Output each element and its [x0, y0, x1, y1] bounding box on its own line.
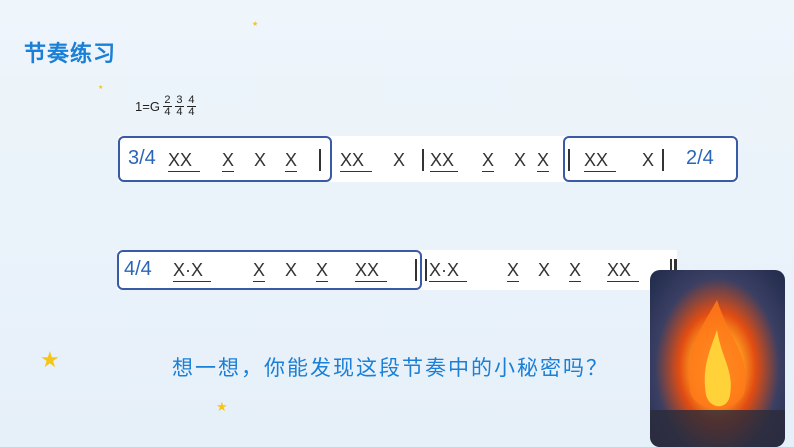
rhythm-note: X — [482, 150, 495, 172]
rhythm-note: XX — [168, 149, 201, 172]
rhythm-note: X — [253, 260, 266, 282]
page-title: 节奏练习 — [24, 42, 117, 67]
rhythm-note: X·X — [429, 259, 468, 282]
rhythm-note: X — [393, 150, 406, 170]
rhythm-line-1: 3/4 2/4 XX X X X XX X XX X X X XX X — [118, 136, 738, 182]
rhythm-note: X — [285, 150, 298, 172]
star-icon: ★ — [98, 84, 104, 91]
meter-box-left — [118, 136, 332, 182]
star-icon: ★ — [252, 20, 259, 28]
key-label: 1=G — [135, 99, 160, 114]
flame-icon — [650, 300, 785, 447]
barline — [422, 149, 424, 171]
rhythm-note: X — [316, 260, 329, 282]
rhythm-note: X — [514, 150, 527, 170]
meter-4-4: 4/4 — [124, 258, 152, 280]
rhythm-note: X — [538, 260, 551, 280]
rhythm-note: X — [285, 260, 298, 280]
rhythm-note: X — [569, 260, 582, 282]
rhythm-note: XX — [430, 149, 459, 172]
barline — [319, 149, 321, 171]
rhythm-note: XX — [340, 149, 373, 172]
rhythm-note: X — [537, 150, 550, 172]
star-icon: ★ — [216, 400, 228, 415]
rhythm-note: XX — [355, 259, 388, 282]
rhythm-note: X·X — [173, 259, 212, 282]
rhythm-line-2: 4/4 X·X X X X XX X·X X X X XX — [117, 250, 677, 290]
barline — [415, 259, 417, 281]
rhythm-note: X — [642, 150, 655, 170]
barline — [568, 149, 570, 171]
star-icon: ★ — [40, 348, 60, 373]
rhythm-note: X — [507, 260, 520, 282]
rhythm-note: X — [222, 150, 235, 172]
meter-box-line2 — [117, 250, 422, 290]
barline — [425, 259, 427, 281]
rhythm-note: X — [254, 150, 267, 170]
meter-box-right — [563, 136, 738, 182]
question-text: 想一想，你能发现这段节奏中的小秘密吗？ — [172, 356, 609, 380]
rhythm-note: XX — [607, 259, 640, 282]
meter-3-4: 3/4 — [128, 147, 156, 169]
rhythm-note: XX — [584, 149, 617, 172]
meter-2-4: 2/4 — [686, 147, 714, 169]
campfire-illustration — [650, 270, 785, 447]
barline — [662, 149, 664, 171]
